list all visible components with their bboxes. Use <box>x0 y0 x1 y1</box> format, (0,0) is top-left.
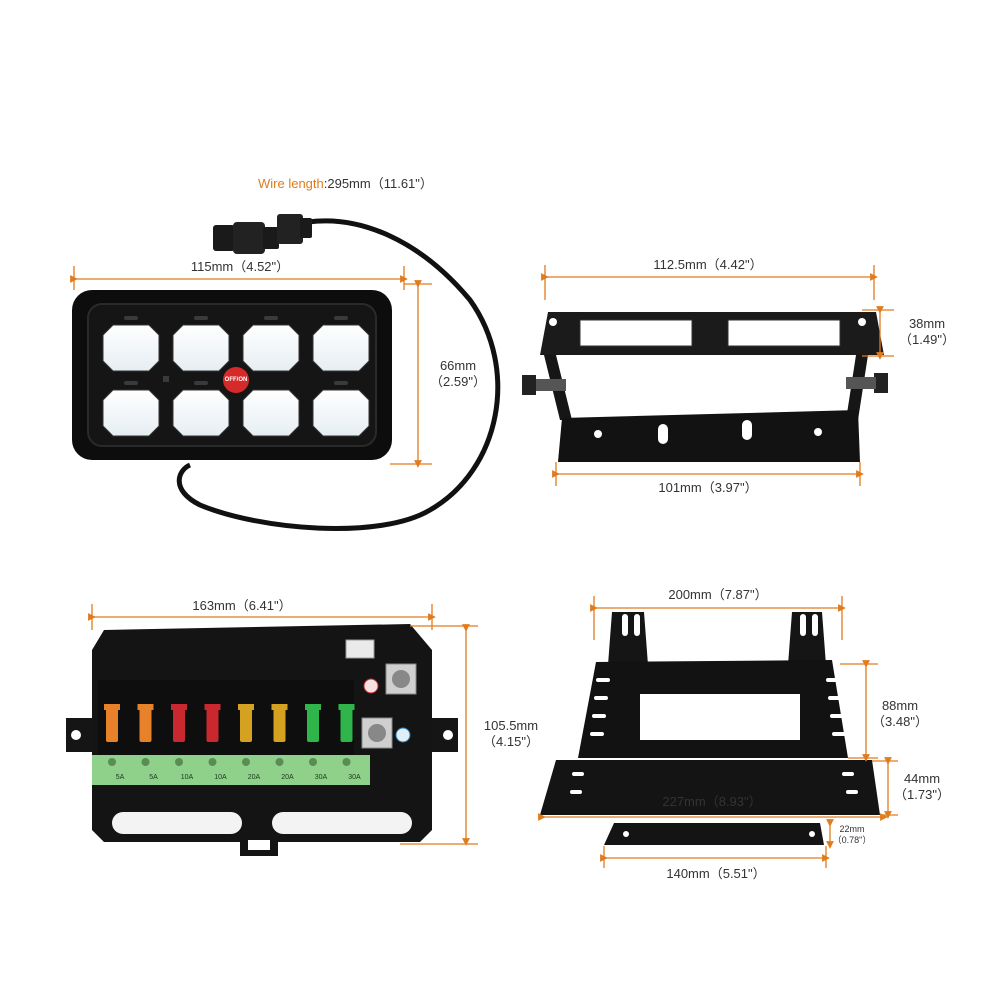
fuse-7 <box>305 704 321 742</box>
fuse-rating-label: 5A <box>149 774 158 781</box>
terminal-screw <box>342 758 351 766</box>
terminal-screw <box>208 758 217 766</box>
fuse-4 <box>204 704 221 742</box>
positive-terminal-icon <box>363 663 417 695</box>
switch-panel-width-label: 115mm（4.52"） <box>190 259 290 274</box>
large-bracket-height-label: 88mm （3.48"） <box>870 698 930 730</box>
plate-height-label: 44mm （1.73"） <box>892 771 952 803</box>
fuse-8 <box>338 704 355 742</box>
fuse-2 <box>137 704 154 742</box>
small-bracket-height-in: （1.49"） <box>899 332 955 347</box>
fuse-1 <box>104 704 120 742</box>
strip-width-label: 140mm（5.51"） <box>666 866 766 881</box>
wire-length-key: Wire length <box>258 176 324 191</box>
plate-height-mm: 44mm <box>903 771 941 786</box>
switch-panel <box>72 214 501 531</box>
small-bracket-bottom-width-label: 101mm（3.97"） <box>658 480 758 495</box>
fuse-box <box>66 624 458 856</box>
large-bracket-height-in: （3.48"） <box>872 714 928 729</box>
fuse-rating-label: 10A <box>180 774 194 781</box>
wire-connector-icon <box>213 214 312 254</box>
panel-button-row-top <box>102 324 370 372</box>
fuse-box-width-label: 163mm（6.41"） <box>192 598 292 613</box>
small-bracket-height-label: 38mm （1.49"） <box>898 316 956 348</box>
fuse-box-height-mm: 105.5mm <box>483 718 539 733</box>
fuse-3 <box>171 704 187 742</box>
panel-button-row-bottom <box>102 389 370 437</box>
large-bracket-height-mm: 88mm <box>881 698 919 713</box>
plate-width-label: 227mm（8.93"） <box>662 794 762 809</box>
plate-height-in: （1.73"） <box>894 787 950 802</box>
wire-length-label: Wire length:295mm（11.61"） <box>258 176 433 192</box>
terminal-screw <box>175 758 183 766</box>
switch-panel-height-mm: 66mm <box>439 358 477 373</box>
terminal-screw <box>242 758 250 766</box>
fuse-rating-label: 5A <box>115 774 125 781</box>
strip-height-in: （0.78"） <box>832 835 872 845</box>
fuse-row <box>104 704 355 742</box>
terminal-screw <box>141 758 150 766</box>
terminal-screw <box>309 758 317 766</box>
fuse-box-height-label: 105.5mm （4.15"） <box>476 718 546 750</box>
small-bracket-dimensions <box>541 265 894 486</box>
switch-panel-height-label: 66mm （2.59"） <box>428 358 488 390</box>
negative-terminal-icon <box>361 717 411 749</box>
switch-panel-dimensions <box>70 266 432 468</box>
panel-cable <box>176 218 501 531</box>
fuse-box-dimensions <box>88 604 478 846</box>
fuse-box-height-in: （4.15"） <box>483 734 539 749</box>
small-bracket <box>522 312 888 462</box>
terminal-screw <box>275 758 284 766</box>
power-button-label: OFF/ON <box>224 377 248 383</box>
wire-length-value: :295mm（11.61"） <box>323 176 433 191</box>
fuse-5 <box>238 704 254 742</box>
large-bracket-dimensions <box>538 596 898 868</box>
power-button-icon <box>223 367 249 393</box>
large-bracket <box>540 612 880 845</box>
small-bracket-top-width-label: 112.5mm（4.42"） <box>653 257 763 272</box>
strip-height-label: 22mm （0.78"） <box>832 824 872 846</box>
small-bracket-height-mm: 38mm <box>908 316 946 331</box>
strip-height-mm: 22mm <box>839 824 865 834</box>
large-bracket-top-width-label: 200mm（7.87"） <box>668 587 768 602</box>
switch-panel-height-in: （2.59"） <box>430 374 486 389</box>
terminal-screws <box>108 758 351 766</box>
fuse-rating-label: 10A <box>214 774 227 781</box>
fuse-rating-label: 30A <box>314 774 328 781</box>
fuse-rating-label: 30A <box>348 774 361 781</box>
fuse-6 <box>271 704 288 742</box>
terminal-strip <box>92 755 370 785</box>
fuse-rating-label: 20A <box>281 774 294 781</box>
fuse-rating-label: 20A <box>247 774 261 781</box>
terminal-screw <box>108 758 116 766</box>
